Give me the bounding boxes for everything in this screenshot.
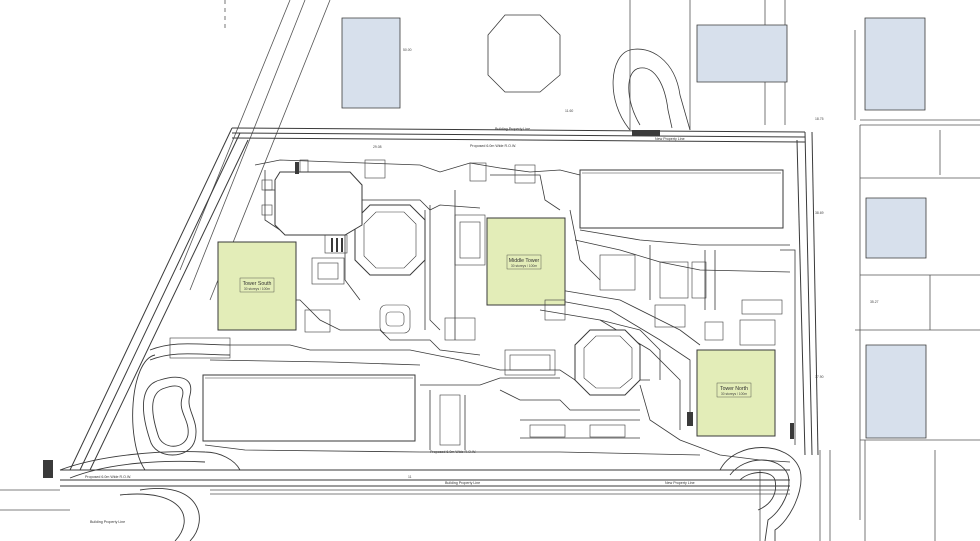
neighbour-building-4: [865, 197, 927, 259]
long-building-top-right: [579, 169, 784, 229]
building-property-line-top: Building Property Line: [495, 127, 530, 131]
neighbour-building-3: [864, 17, 926, 111]
octagon-building-left: [354, 204, 426, 276]
neighbour-building-1: [341, 17, 401, 109]
property-boundary: [60, 127, 819, 487]
tower-north[interactable]: Tower North 30 storeys / 100m: [696, 349, 776, 437]
dark-accents: [43, 130, 794, 478]
internal-paths: [204, 159, 796, 463]
tower-north-sub: 30 storeys / 100m: [721, 392, 747, 396]
dimension-7: 37.90: [815, 375, 824, 379]
dimension-6: 35.27: [870, 300, 879, 304]
new-property-line-bottom: New Property Line: [665, 481, 695, 485]
row-label-top: Proposed 6.0m Wide R.O.W.: [470, 144, 516, 148]
dimension-5: 38.69: [815, 211, 824, 215]
neighbour-building-octagon: [487, 14, 561, 93]
neighbour-buildings: [341, 17, 927, 439]
dimension-8: 11: [408, 475, 412, 479]
south-driveway: [59, 343, 241, 541]
long-building-bottom-left: [202, 374, 416, 442]
dimension-3: 11.60: [565, 109, 573, 113]
building-property-line-lower-left: Building Property Line: [90, 520, 125, 524]
parking-and-furniture: [169, 159, 783, 446]
tower-middle[interactable]: Middle Tower 30 storeys / 100m: [486, 217, 566, 306]
new-property-line-top: New Property Line: [655, 137, 685, 141]
tower-middle-sub: 30 storeys / 100m: [511, 264, 537, 268]
tower-north-name: Tower North: [720, 386, 748, 392]
tower-south-sub: 30 storeys / 100m: [244, 287, 270, 291]
neighbour-building-5: [865, 344, 927, 439]
parking-building-top-left: [274, 171, 363, 236]
dimension-2: 29.08: [373, 145, 382, 149]
top-roundabout: [612, 48, 691, 131]
ne-roundabout: [719, 447, 802, 541]
row-label-lower-left: Proposed 6.0m Wide R.O.W.: [85, 475, 131, 479]
dimension-1: 50.00: [403, 48, 412, 52]
building-inner-lines: [205, 172, 781, 389]
tower-middle-name: Middle Tower: [509, 258, 540, 264]
building-footprints: [202, 169, 784, 442]
landscape-loop: [132, 354, 197, 471]
octagon-building-right: [574, 329, 641, 396]
tower-south[interactable]: Tower South 30 storeys / 100m: [217, 241, 297, 331]
neighbour-building-2: [696, 24, 788, 83]
building-property-line-bottom: Building Property Line: [445, 481, 480, 485]
tower-south-name: Tower South: [243, 281, 272, 287]
dimension-4: 18.75: [815, 117, 824, 121]
